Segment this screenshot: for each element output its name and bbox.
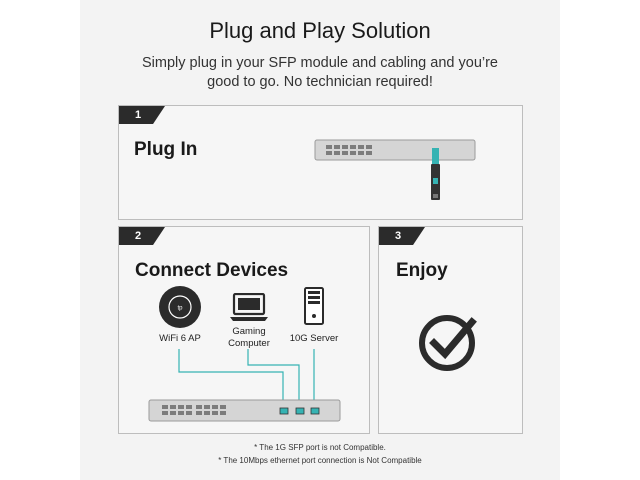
svg-text:tp: tp bbox=[177, 306, 183, 312]
laptop-icon bbox=[230, 293, 268, 321]
page-subtitle: Simply plug in your SFP module and cabli… bbox=[120, 54, 520, 92]
step-card-plug-in: 1 Plug In bbox=[118, 105, 523, 220]
footnotes: * The 1G SFP port is not Compatible. * T… bbox=[80, 441, 560, 467]
device-label-line: WiFi 6 AP bbox=[159, 333, 201, 344]
device-label-line: 10G Server bbox=[289, 333, 339, 344]
server-icon bbox=[304, 287, 324, 325]
step-number-badge: 3 bbox=[379, 227, 425, 245]
step-title: Connect Devices bbox=[135, 260, 289, 281]
page-title: Plug and Play Solution bbox=[209, 18, 431, 43]
access-point-icon: tp bbox=[159, 286, 201, 328]
device-label-gaming-computer: Gaming Computer bbox=[217, 326, 281, 350]
step-number-badge: 2 bbox=[119, 227, 165, 245]
step-title: Enjoy bbox=[396, 260, 448, 281]
switch-with-sfp-module-icon bbox=[314, 139, 476, 200]
subtitle-line-2: good to go. No technician required! bbox=[207, 74, 433, 90]
footnote-ethernet: * The 10Mbps ethernet port connection is… bbox=[218, 456, 422, 465]
device-label-line: Gaming bbox=[232, 326, 266, 337]
checkmark-circle-icon bbox=[419, 315, 477, 371]
step-title: Plug In bbox=[134, 139, 198, 160]
step-card-enjoy: 3 Enjoy bbox=[378, 226, 523, 434]
subtitle-line-1: Simply plug in your SFP module and cabli… bbox=[142, 55, 498, 71]
device-label-line: Computer bbox=[228, 338, 270, 349]
device-label-wifi-ap: WiFi 6 AP bbox=[148, 333, 212, 345]
footnote-sfp: * The 1G SFP port is not Compatible. bbox=[254, 443, 386, 452]
network-switch-icon bbox=[148, 399, 341, 422]
step-number-badge: 1 bbox=[119, 106, 165, 124]
step-card-connect-devices: 2 Connect Devices tp WiFi 6 AP Gaming Co… bbox=[118, 226, 370, 434]
device-label-server: 10G Server bbox=[280, 333, 348, 345]
